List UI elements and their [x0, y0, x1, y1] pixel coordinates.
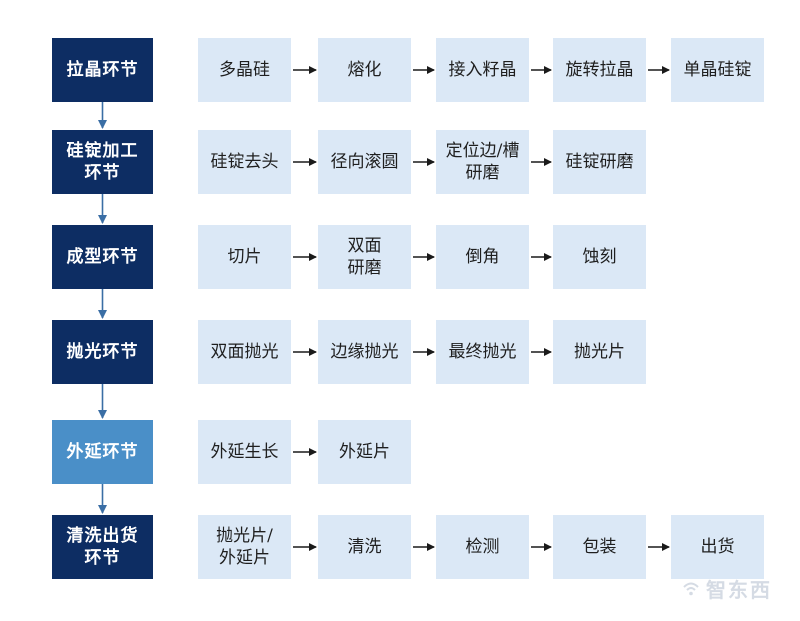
process-step-box: 双面抛光 — [198, 320, 291, 384]
process-step-box: 边缘抛光 — [318, 320, 411, 384]
wifi-icon — [683, 582, 699, 595]
process-step-box: 旋转拉晶 — [553, 38, 646, 102]
stage-box: 成型环节 — [52, 225, 153, 289]
process-step-box: 外延片 — [318, 420, 411, 484]
process-step-box: 包装 — [553, 515, 646, 579]
process-step-box: 外延生长 — [198, 420, 291, 484]
watermark-text: 智东西 — [706, 578, 772, 602]
stage-box: 外延环节 — [52, 420, 153, 484]
process-step-box: 硅锭去头 — [198, 130, 291, 194]
process-step-box: 检测 — [436, 515, 529, 579]
process-step-box: 清洗 — [318, 515, 411, 579]
process-step-box: 抛光片 — [553, 320, 646, 384]
process-step-box: 倒角 — [436, 225, 529, 289]
stage-box: 清洗出货 环节 — [52, 515, 153, 579]
process-step-box: 出货 — [671, 515, 764, 579]
stage-box: 硅锭加工 环节 — [52, 130, 153, 194]
watermark: 智东西 — [682, 574, 772, 603]
process-step-box: 双面 研磨 — [318, 225, 411, 289]
process-step-box: 接入籽晶 — [436, 38, 529, 102]
process-step-box: 定位边/槽 研磨 — [436, 130, 529, 194]
process-step-box: 抛光片/ 外延片 — [198, 515, 291, 579]
stage-box: 拉晶环节 — [52, 38, 153, 102]
process-step-box: 单晶硅锭 — [671, 38, 764, 102]
process-step-box: 径向滚圆 — [318, 130, 411, 194]
process-step-box: 最终抛光 — [436, 320, 529, 384]
process-step-box: 多晶硅 — [198, 38, 291, 102]
process-step-box: 硅锭研磨 — [553, 130, 646, 194]
process-step-box: 切片 — [198, 225, 291, 289]
process-step-box: 蚀刻 — [553, 225, 646, 289]
stage-box: 抛光环节 — [52, 320, 153, 384]
process-step-box: 熔化 — [318, 38, 411, 102]
